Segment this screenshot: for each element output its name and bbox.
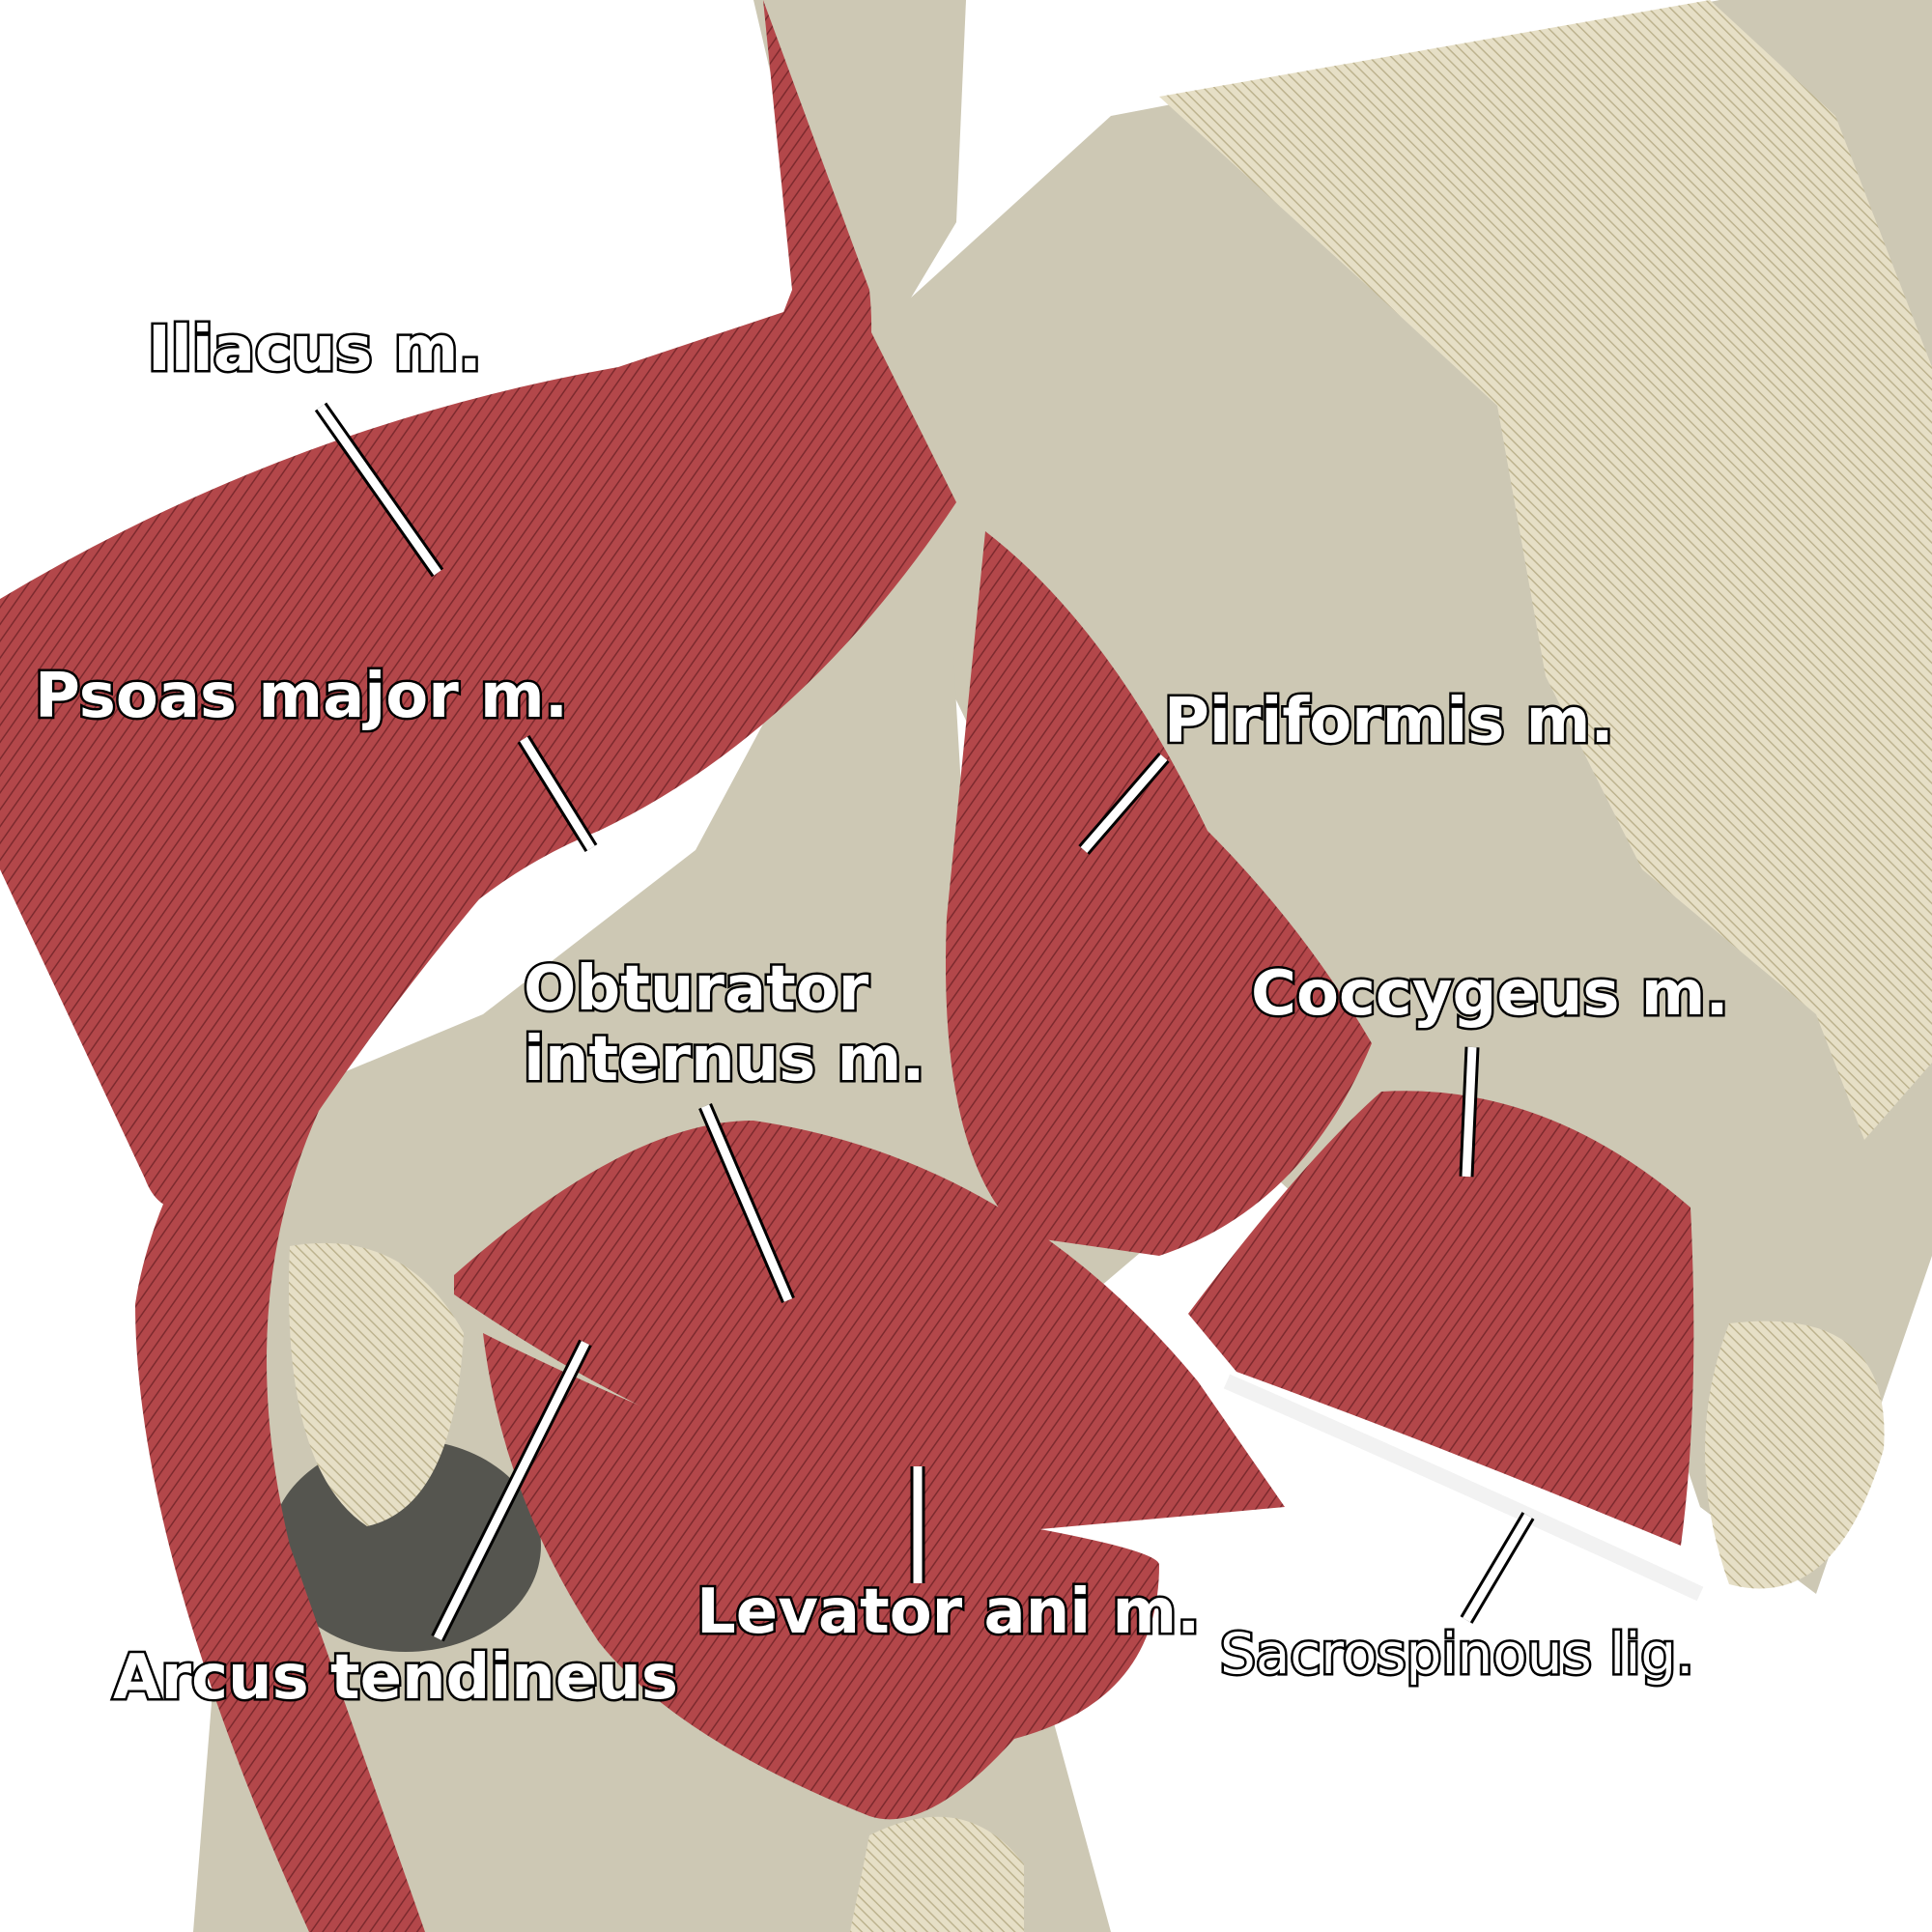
sacrospinous-ligament (1223, 1374, 1704, 1602)
coccygeus-muscle (1188, 1091, 1694, 1546)
arrow-obturator (698, 1103, 795, 1303)
label-sacrospinous: Sacrospinous lig. (1220, 1621, 1694, 1687)
arrow-sacrospinous (1460, 1512, 1535, 1624)
piriformis-muscle (946, 531, 1372, 1256)
psoas-muscle (135, 0, 872, 1932)
arrow-piriformis (1078, 753, 1170, 855)
label-levator-ani: Levator ani m. (696, 1577, 1200, 1648)
levator-ani-muscle (483, 1333, 1159, 1820)
label-arcus-tendineus: Arcus tendineus (113, 1642, 678, 1714)
pubic-cut-surface (289, 1242, 464, 1526)
ischium-bottom-cut (850, 1816, 1024, 1932)
label-obturator-line1: Obturator (524, 953, 869, 1025)
obturator-internus-muscle (454, 1121, 1285, 1536)
arrow-psoas (517, 735, 598, 852)
label-coccygeus: Coccygeus m. (1251, 958, 1729, 1030)
label-iliacus: Iliacus m. (148, 314, 482, 385)
arrows (314, 402, 1535, 1642)
ischium-cut-surface (1705, 1321, 1885, 1589)
label-obturator-line2: internus m. (524, 1024, 925, 1095)
arrow-arcus (431, 1339, 592, 1642)
arrow-coccygeus (1459, 1046, 1480, 1178)
label-piriformis: Piriformis m. (1164, 686, 1614, 757)
label-psoas-major: Psoas major m. (35, 661, 568, 732)
arrow-iliacus (314, 402, 444, 578)
sacrum-cut-surface (1159, 0, 1932, 1140)
